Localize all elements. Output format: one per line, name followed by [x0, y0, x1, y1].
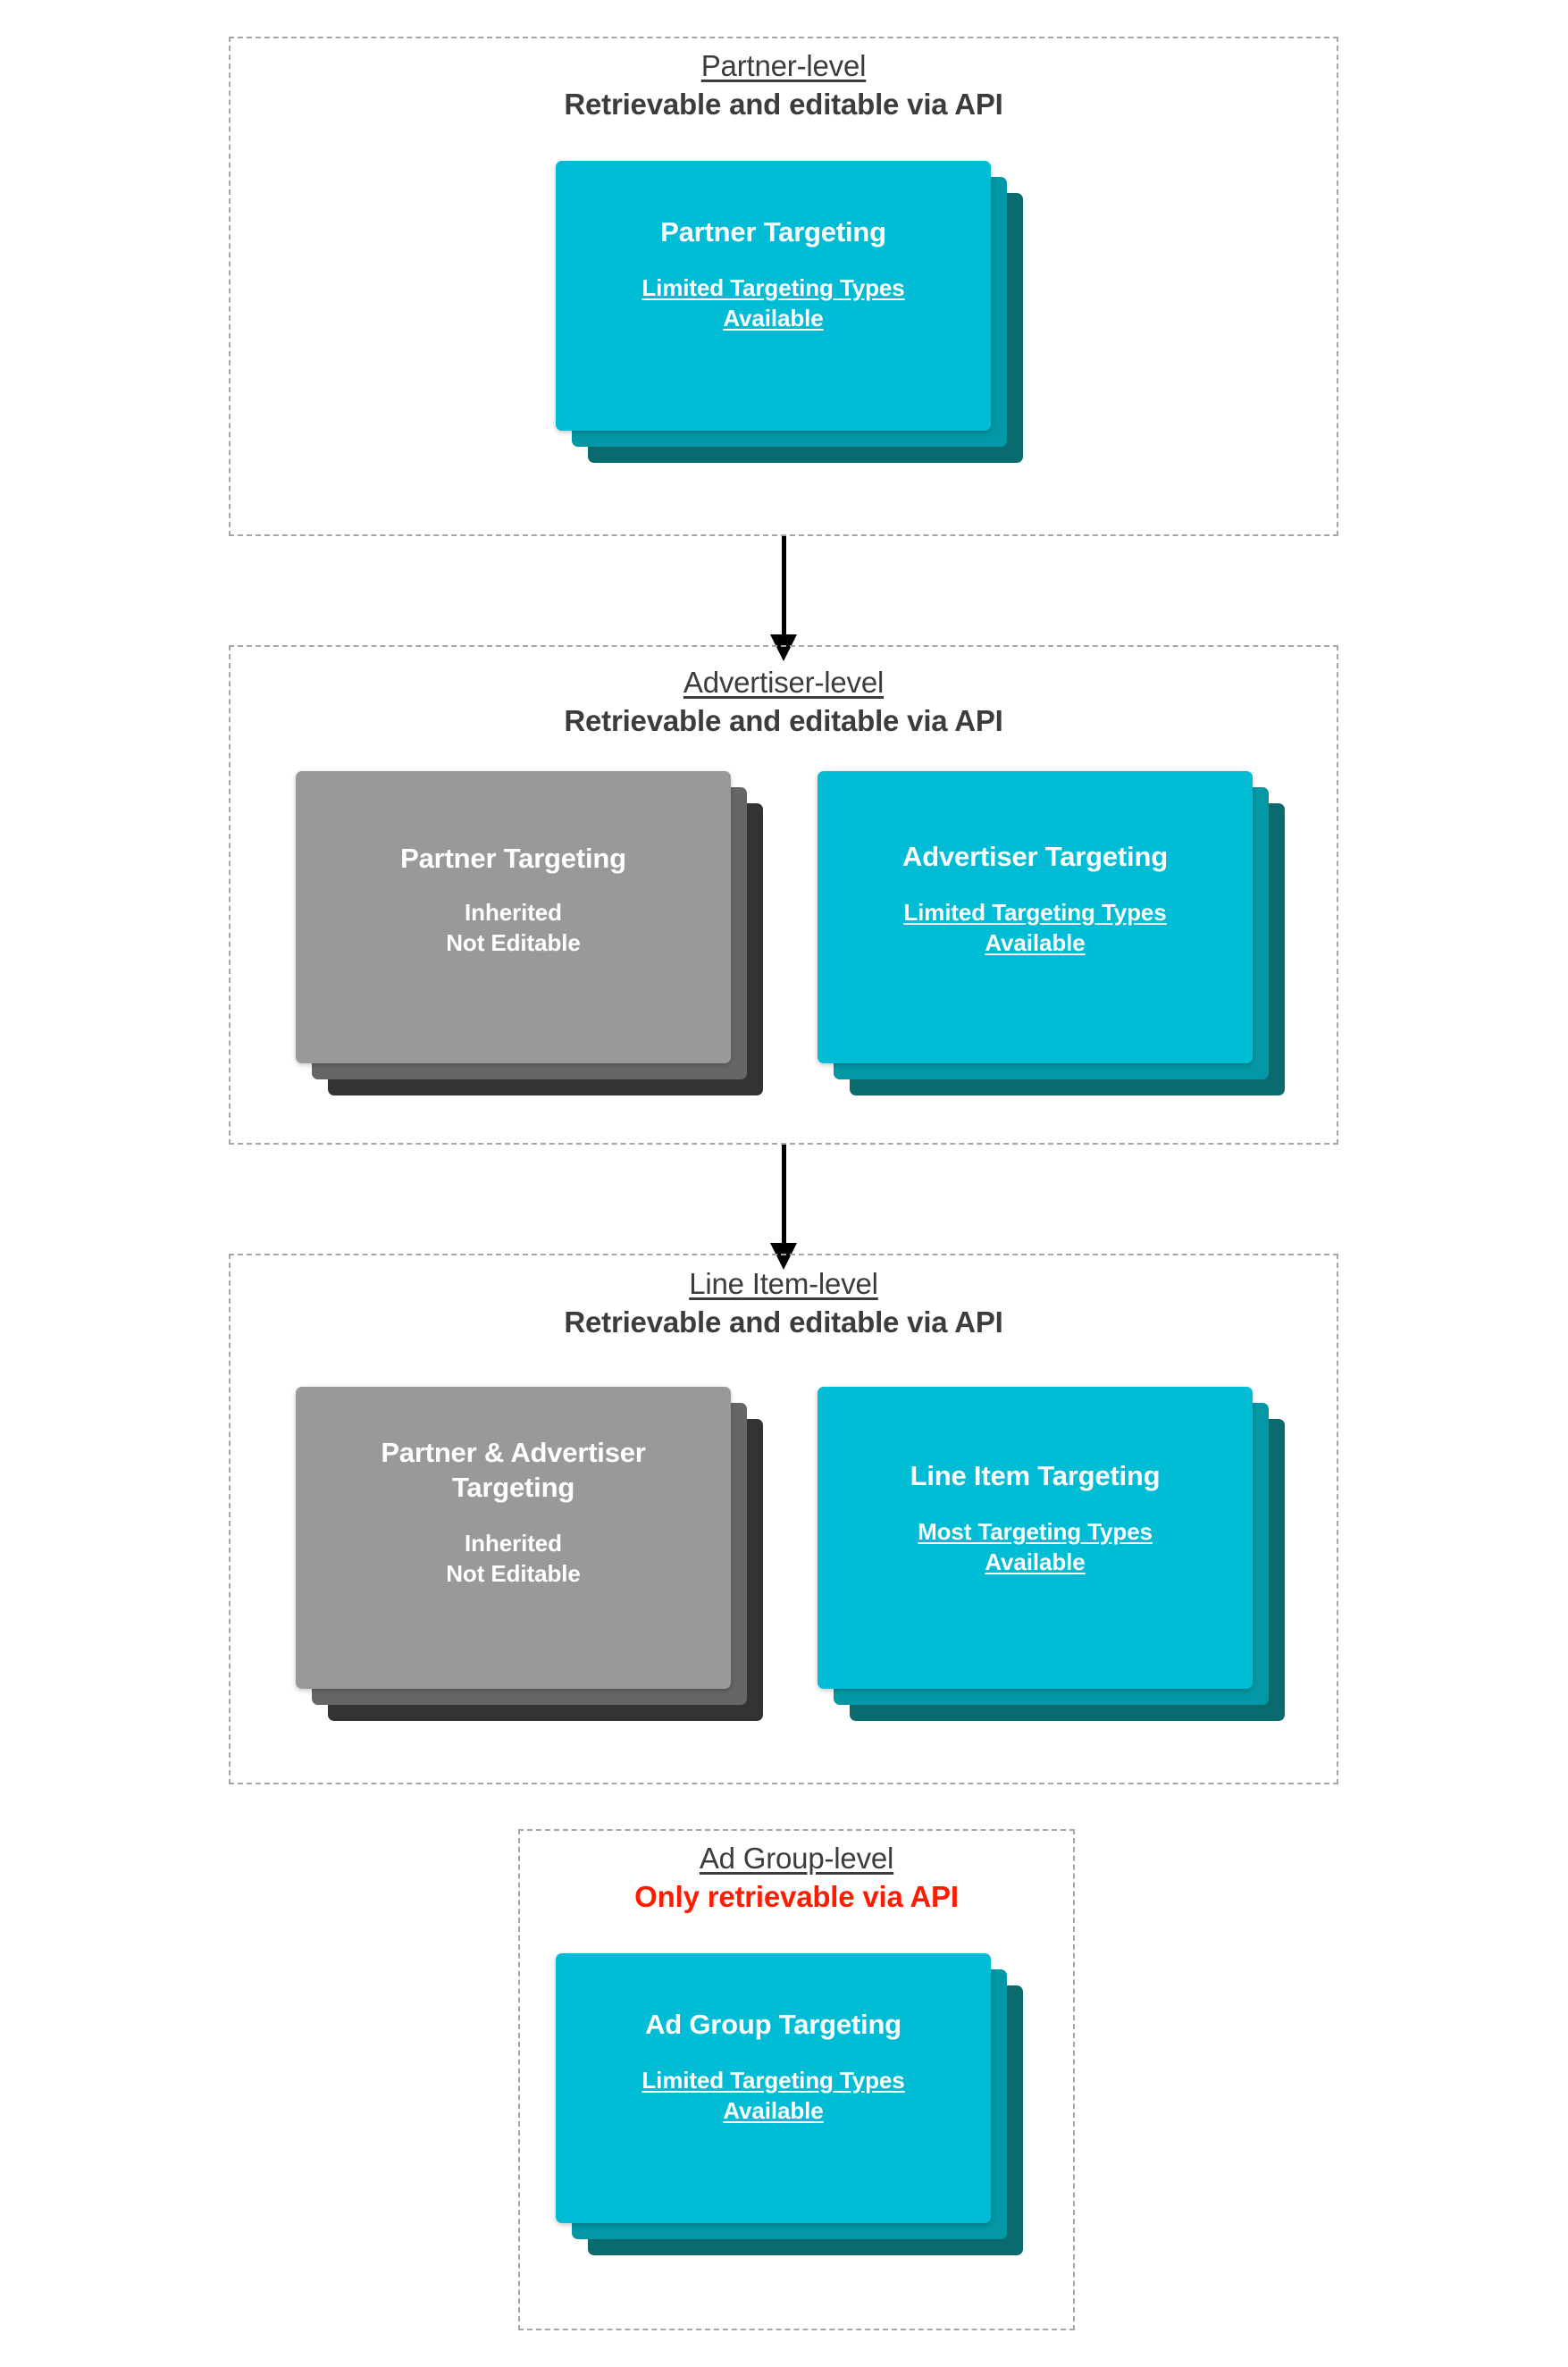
card-layer-front: Partner & Advertiser Targeting Inherited… [296, 1387, 731, 1689]
card-stack-line-item-inherited[interactable]: Partner & Advertiser Targeting Inherited… [296, 1387, 763, 1721]
card-stack-advertiser-inherited-partner[interactable]: Partner Targeting Inherited Not Editable [296, 771, 763, 1095]
card-layer-front: Line Item Targeting Most Targeting Types… [818, 1387, 1253, 1689]
level-container-partner [229, 37, 1338, 536]
card-title: Advertiser Targeting [902, 841, 1168, 872]
card-layer-front: Partner Targeting Inherited Not Editable [296, 771, 731, 1063]
card-title: Partner & Advertiser Targeting [381, 1437, 646, 1504]
card-layer-front: Ad Group Targeting Limited Targeting Typ… [556, 1953, 991, 2223]
card-title: Ad Group Targeting [645, 2009, 901, 2040]
card-stack-line-item-targeting[interactable]: Line Item Targeting Most Targeting Types… [818, 1387, 1285, 1721]
card-title: Partner Targeting [400, 843, 626, 874]
card-note: Inherited Not Editable [446, 899, 581, 957]
level-container-line-item [229, 1254, 1338, 1784]
card-title: Partner Targeting [660, 216, 886, 248]
card-stack-advertiser-targeting[interactable]: Advertiser Targeting Limited Targeting T… [818, 771, 1285, 1095]
card-layer-front: Advertiser Targeting Limited Targeting T… [818, 771, 1253, 1063]
arrow-head-icon [770, 634, 797, 661]
card-note: Most Targeting Types Available [918, 1518, 1153, 1576]
card-note: Limited Targeting Types Available [903, 899, 1167, 957]
card-note: Limited Targeting Types Available [641, 2067, 905, 2125]
card-note: Inherited Not Editable [446, 1530, 581, 1588]
arrow-head-icon [770, 1243, 797, 1270]
card-title: Line Item Targeting [910, 1460, 1161, 1491]
level-container-ad-group [518, 1829, 1075, 2330]
level-container-advertiser [229, 645, 1338, 1145]
card-note: Limited Targeting Types Available [641, 274, 905, 332]
card-stack-ad-group-targeting[interactable]: Ad Group Targeting Limited Targeting Typ… [556, 1953, 1023, 2255]
card-layer-front: Partner Targeting Limited Targeting Type… [556, 161, 991, 431]
arrow-shaft [782, 536, 786, 636]
card-stack-partner-targeting[interactable]: Partner Targeting Limited Targeting Type… [556, 161, 1023, 463]
arrow-shaft [782, 1145, 786, 1245]
